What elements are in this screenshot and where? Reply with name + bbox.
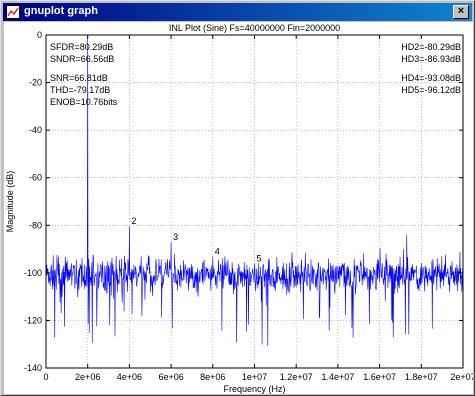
chart-title: INL Plot (Sine) Fs=40000000 Fin=2000000 (169, 23, 340, 33)
harmonic-label: 2 (131, 216, 136, 226)
x-tick-label: 6e+06 (158, 372, 183, 382)
window-title: gnuplot graph (24, 5, 98, 17)
x-tick-label: 1e+07 (242, 372, 267, 382)
y-tick-label: -100 (24, 268, 42, 278)
x-tick-label: 0 (43, 372, 48, 382)
harmonic-label: 5 (257, 254, 262, 264)
metric-annotation-left: ENOB=10.76bits (50, 97, 118, 107)
x-tick-label: 8e+06 (200, 372, 225, 382)
axis-ticks: 0 2e+06 4e+06 6e+06 8e+06 1e+07 1.2e+07 1.4e+07… (24, 30, 473, 382)
harmonic-label: 4 (215, 246, 220, 256)
gnuplot-app-icon (6, 5, 20, 19)
metric-annotation-right: HD3=-86.93dB (401, 54, 461, 64)
y-axis-label: Magnitude (dB) (5, 171, 15, 233)
x-tick-label: 2e+07 (450, 372, 473, 382)
x-tick-label: 4e+06 (117, 372, 142, 382)
metric-annotation-right: HD4=-93.08dB (401, 73, 461, 83)
fft-chart: 0 2e+06 4e+06 6e+06 8e+06 1e+07 1.2e+07 1.4e+07… (5, 23, 473, 394)
harmonic-label: 3 (173, 232, 178, 242)
title-bar[interactable]: gnuplot graph × (3, 3, 472, 21)
y-tick-label: -140 (24, 363, 42, 373)
y-tick-label: -120 (24, 315, 42, 325)
x-tick-label: 1.6e+07 (363, 372, 396, 382)
grid-lines (46, 35, 463, 368)
metric-annotation-left: SNR=66.81dB (50, 73, 108, 83)
y-tick-label: -80 (29, 220, 42, 230)
metric-annotation-left: THD=-79.17dB (50, 85, 110, 95)
metric-annotation-right: HD5=-96.12dB (401, 85, 461, 95)
spectrum-trace (45, 34, 464, 347)
y-tick-label: -20 (29, 78, 42, 88)
metrics-annotations: SFDR=80.29dB SNDR=66.56dB SNR=66.81dB THD=-… (50, 42, 461, 107)
close-button[interactable]: × (453, 5, 469, 19)
x-tick-label: 1.4e+07 (322, 372, 355, 382)
y-tick-label: -60 (29, 173, 42, 183)
metric-annotation-right: HD2=-80.29dB (401, 42, 461, 52)
x-axis-label: Frequency (Hz) (223, 384, 285, 394)
y-tick-label: 0 (37, 30, 42, 40)
x-tick-label: 1.2e+07 (280, 372, 313, 382)
harmonic-labels: 2 3 4 5 (131, 216, 261, 264)
spectrum-line (45, 34, 464, 347)
metric-annotation-left: SNDR=66.56dB (50, 54, 114, 64)
x-tick-label: 1.8e+07 (405, 372, 438, 382)
y-tick-label: -40 (29, 125, 42, 135)
plot-area: 0 2e+06 4e+06 6e+06 8e+06 1e+07 1.2e+07 1.4e+07… (4, 22, 473, 394)
x-tick-label: 2e+06 (75, 372, 100, 382)
metric-annotation-left: SFDR=80.29dB (50, 42, 113, 52)
